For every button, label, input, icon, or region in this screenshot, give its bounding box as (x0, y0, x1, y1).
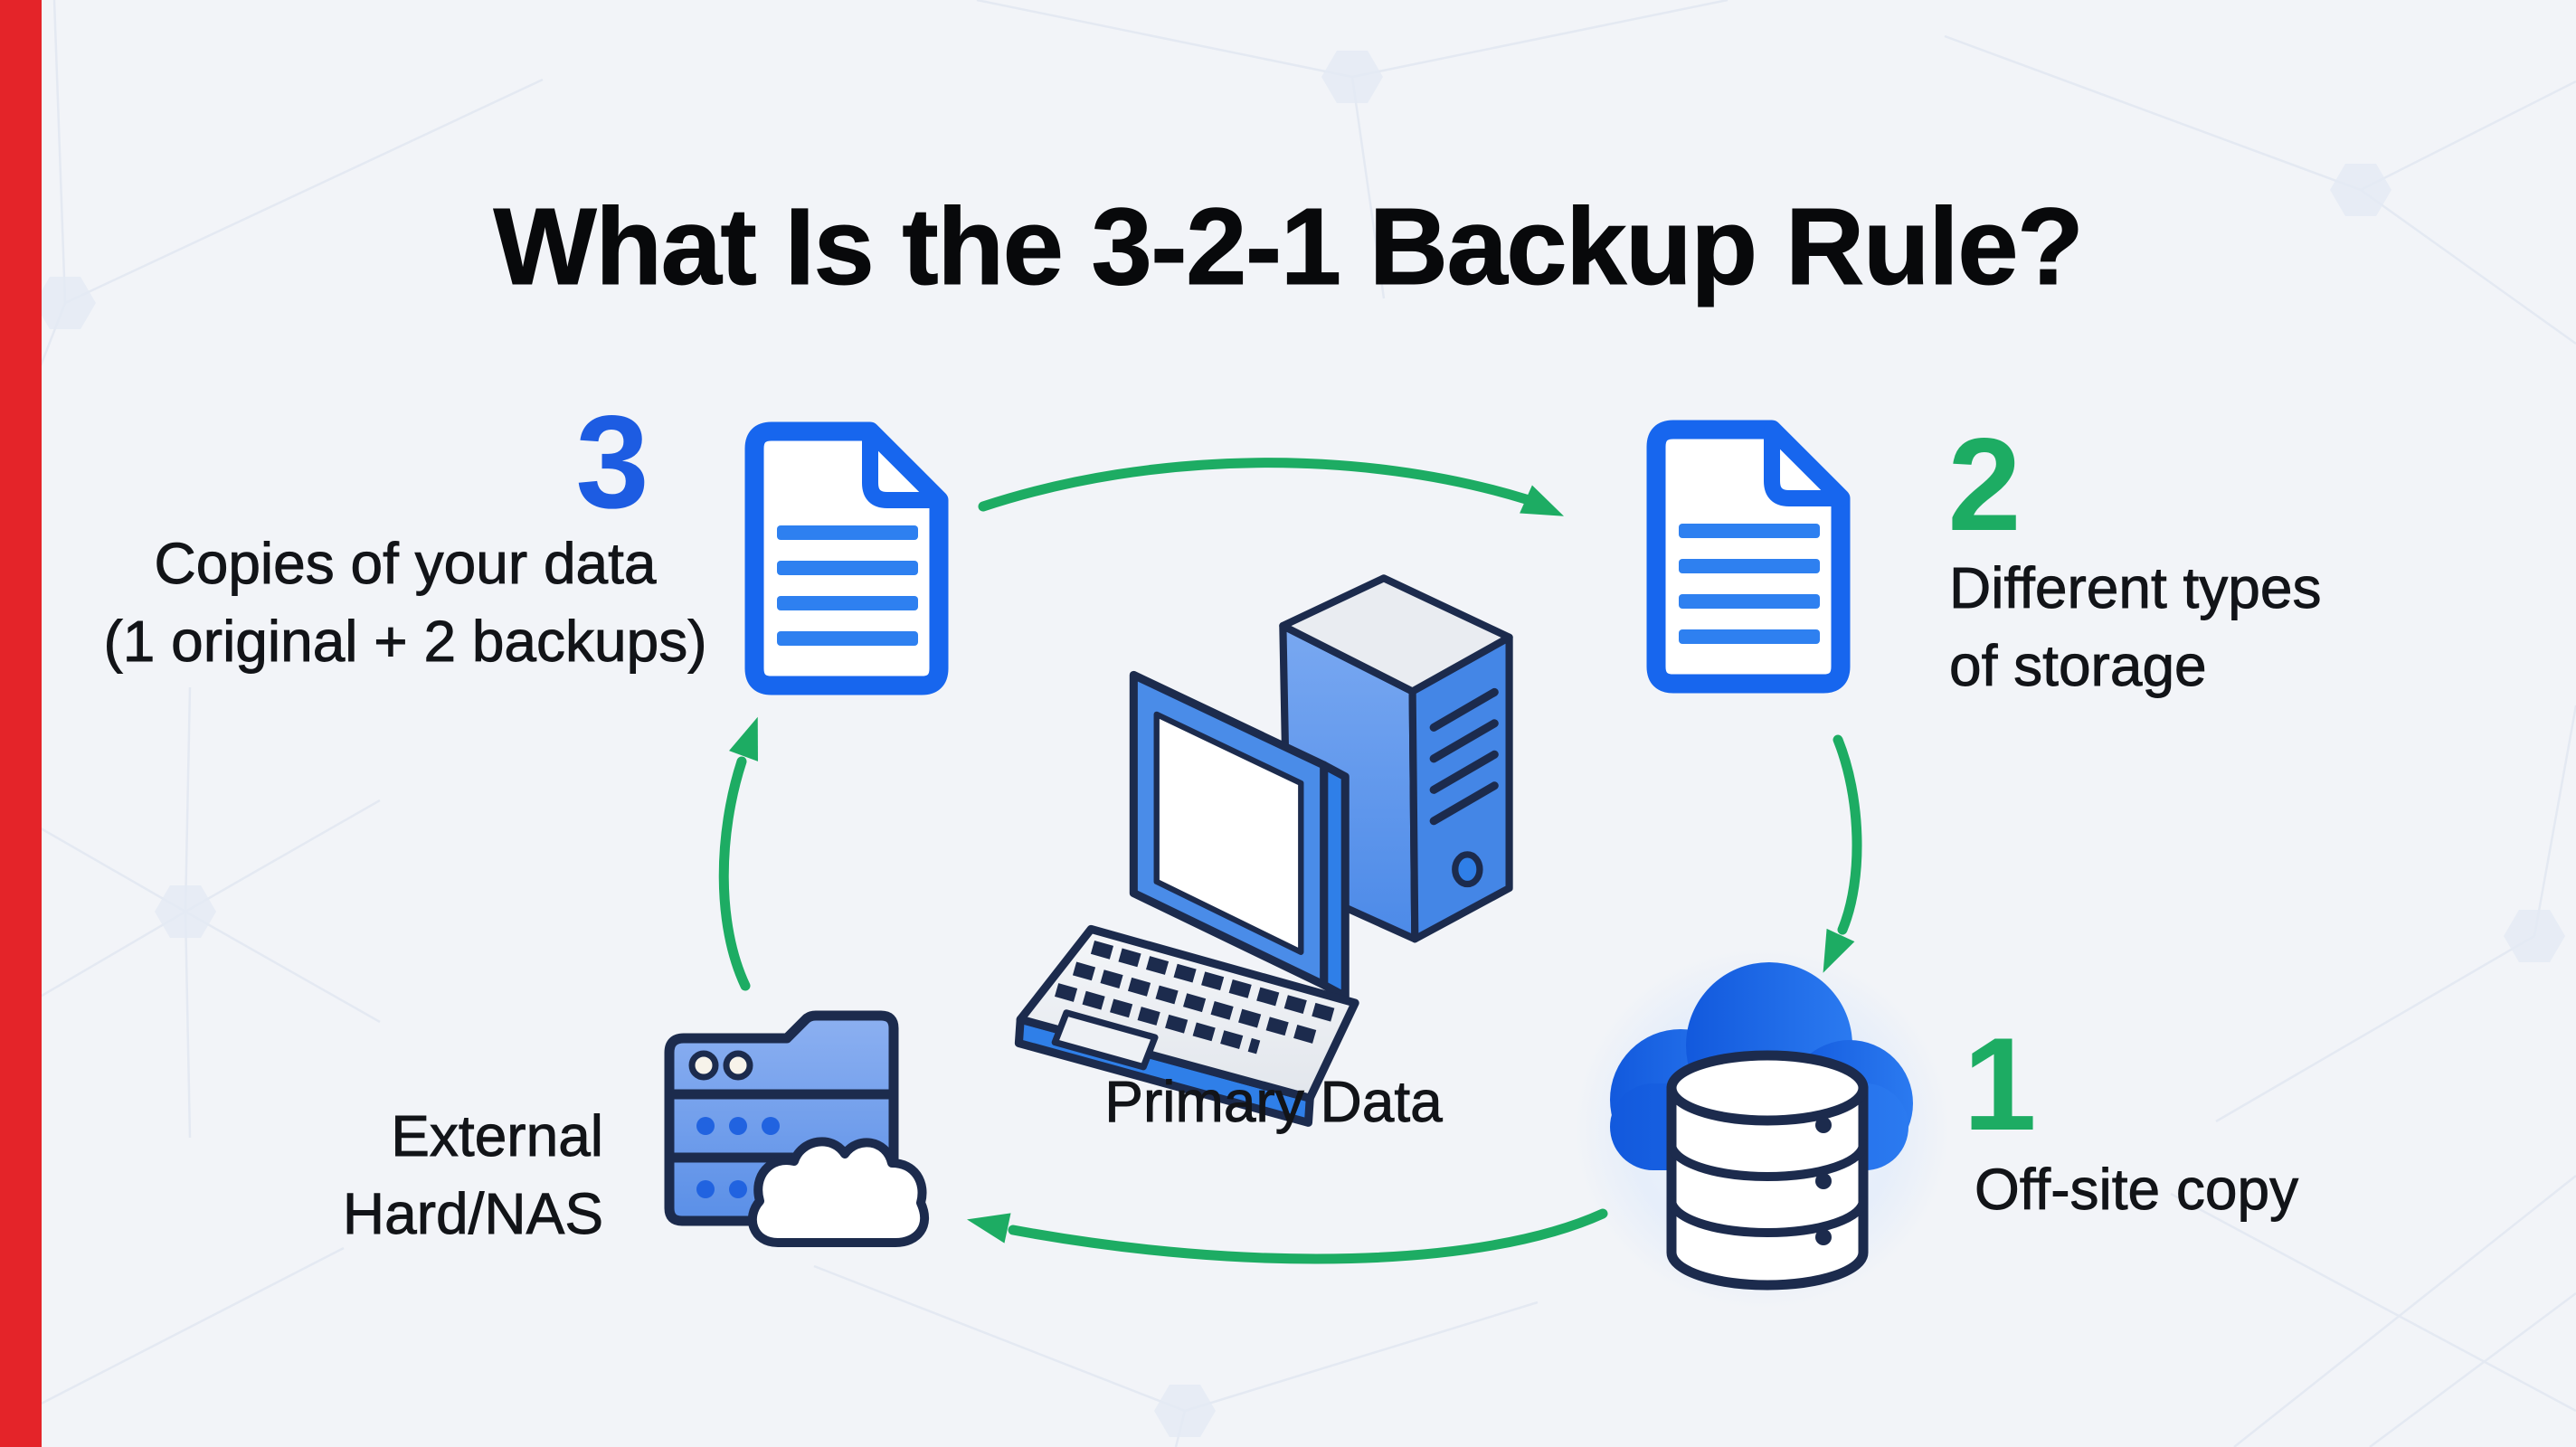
step-3-number: 3 (575, 388, 649, 535)
arrow-right-icon (1823, 734, 1862, 973)
step-2-label-line2: of storage (1949, 633, 2208, 699)
cloud-icon (747, 1137, 930, 1247)
step-2-label: Different types of storage (1949, 549, 2322, 705)
external-storage-label-line2: Hard/NAS (342, 1181, 603, 1247)
step-3-label-line1: Copies of your data (154, 531, 657, 597)
left-edge-stripe (0, 0, 42, 1447)
page-title: What Is the 3-2-1 Backup Rule? (493, 184, 2084, 308)
arrow-left-icon (718, 716, 758, 991)
step-1-number: 1 (1963, 1010, 2037, 1158)
external-storage-label-line1: External (391, 1103, 604, 1169)
arrow-bottom-icon (967, 1208, 1608, 1264)
primary-data-label: Primary Data (1104, 1069, 1443, 1135)
database-icon (1666, 1050, 1869, 1291)
step-3-label: Copies of your data (1 original + 2 back… (80, 525, 731, 680)
step-3-label-line2: (1 original + 2 backups) (103, 609, 707, 675)
laptop-and-desktop-tower-icon (1014, 574, 1513, 1127)
step-2-number: 2 (1947, 411, 2022, 558)
external-storage-label: External Hard/NAS (223, 1097, 603, 1253)
arrow-top-icon (978, 458, 1565, 516)
laptop-icon (1014, 670, 1359, 1127)
cloud-database-icon (1574, 948, 1950, 1310)
step-2-label-line1: Different types (1949, 555, 2322, 621)
document-icon (1646, 420, 1851, 694)
document-icon (744, 421, 949, 695)
step-1-label: Off-site copy (1975, 1157, 2299, 1223)
nas-server-with-cloud-icon (664, 1010, 930, 1247)
